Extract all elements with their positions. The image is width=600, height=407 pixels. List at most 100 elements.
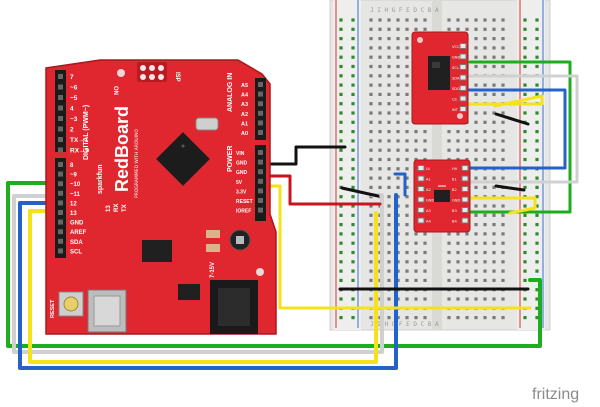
reset-button[interactable]	[58, 291, 84, 317]
shifter-pin	[461, 186, 469, 192]
breadboard-hole	[447, 130, 451, 134]
breadboard-hole	[351, 55, 355, 59]
breadboard-hole	[456, 130, 460, 134]
breadboard-hole	[414, 157, 418, 162]
breadboard-hole	[483, 139, 487, 143]
breadboard-hole	[387, 130, 391, 134]
power-pin-label: 5V	[236, 180, 243, 186]
header-pin	[58, 200, 63, 206]
breadboard-hole	[378, 102, 382, 106]
breadboard-hole	[535, 64, 539, 69]
breadboard-hole	[387, 278, 391, 282]
breadboard-hole	[535, 223, 539, 227]
shifter-pin	[461, 196, 469, 203]
breadboard-hole	[351, 111, 355, 115]
breadboard-hole	[405, 148, 409, 152]
wire-blue-top	[466, 88, 567, 170]
breadboard-hole	[447, 297, 451, 301]
breadboard-hole	[447, 260, 451, 264]
analog-label: ANALOG IN	[227, 73, 234, 112]
breadboard-hole	[523, 176, 527, 180]
shifter-pin	[461, 175, 469, 182]
breadboard-hole	[414, 297, 418, 301]
breadboard-hole	[501, 18, 505, 22]
breadboard-hole	[351, 18, 355, 22]
breadboard-hole	[378, 157, 382, 162]
breadboard-hole	[405, 195, 409, 199]
microcontroller-chip	[156, 132, 210, 186]
breadboard-hole	[501, 83, 505, 87]
breadboard-hole	[456, 18, 460, 22]
breadboard-hole	[474, 241, 478, 245]
breadboard-hole	[474, 37, 478, 41]
header-pin	[58, 181, 63, 187]
breadboard-hole	[523, 260, 527, 264]
lower-pin-label: 13	[70, 211, 77, 217]
breadboard-hole	[369, 130, 373, 134]
breadboard-hole	[396, 120, 400, 124]
breadboard-hole	[465, 297, 469, 301]
breadboard-hole	[535, 130, 539, 134]
led-13-label: 13	[106, 205, 112, 212]
wire-black-top	[494, 112, 530, 126]
breadboard-hole	[396, 130, 400, 134]
breadboard-hole	[535, 204, 539, 208]
reset-label: RESET	[50, 299, 56, 318]
breadboard-hole	[474, 83, 478, 87]
wire-green-d10	[6, 181, 542, 348]
breadboard-hole	[474, 130, 478, 134]
breadboard-hole	[465, 269, 469, 273]
breadboard-hole	[456, 148, 460, 152]
breadboard-hole	[465, 130, 469, 134]
breadboard-hole	[474, 46, 478, 50]
breadboard-hole	[387, 250, 391, 255]
breadboard-hole	[535, 27, 539, 31]
breadboard-hole	[351, 297, 355, 301]
breadboard-hole	[414, 130, 418, 134]
power-pin-label: RESET	[236, 199, 253, 205]
breadboard-hole	[501, 130, 505, 134]
breadboard-hole	[535, 148, 539, 152]
breadboard-hole	[501, 260, 505, 264]
breadboard-hole	[396, 102, 400, 106]
breadboard-hole	[483, 111, 487, 115]
breadboard-hole	[396, 148, 400, 152]
breadboard-hole	[423, 139, 427, 143]
breadboard-hole	[351, 195, 355, 199]
breadboard-hole	[492, 83, 496, 87]
breadboard-hole	[387, 64, 391, 69]
wire-white-top	[466, 74, 579, 184]
wire-red-3v3	[266, 174, 382, 206]
breadboard-hole	[474, 204, 478, 208]
breadboard-hole	[465, 139, 469, 143]
breadboard-hole	[351, 260, 355, 264]
breadboard-hole	[474, 92, 478, 96]
breadboard-hole	[351, 74, 355, 78]
breadboard-hole	[474, 223, 478, 227]
breadboard-hole	[339, 37, 343, 41]
breadboard-hole	[396, 83, 400, 87]
breadboard-hole	[465, 250, 469, 255]
power-pin-label: GND	[236, 161, 248, 167]
breadboard-hole	[501, 120, 505, 124]
lower-pin-label: AREF	[70, 230, 87, 236]
breadboard-hole	[456, 241, 460, 245]
breadboard-hole	[423, 148, 427, 152]
breadboard-hole	[387, 167, 391, 171]
breadboard-hole	[456, 27, 460, 31]
breadboard-hole	[339, 195, 343, 199]
breadboard-hole	[369, 204, 373, 208]
header-pin	[58, 248, 63, 254]
breadboard-hole	[535, 37, 539, 41]
breadboard-hole	[414, 250, 418, 255]
breadboard-hole	[396, 18, 400, 22]
breadboard-hole	[369, 232, 373, 236]
breadboard-hole	[378, 130, 382, 134]
breadboard-hole	[492, 269, 496, 273]
breadboard-hole	[387, 83, 391, 87]
breadboard-hole	[405, 46, 409, 50]
breadboard-hole	[474, 27, 478, 31]
breadboard-hole	[369, 111, 373, 115]
breadboard-hole	[474, 213, 478, 217]
breadboard-hole	[351, 167, 355, 171]
